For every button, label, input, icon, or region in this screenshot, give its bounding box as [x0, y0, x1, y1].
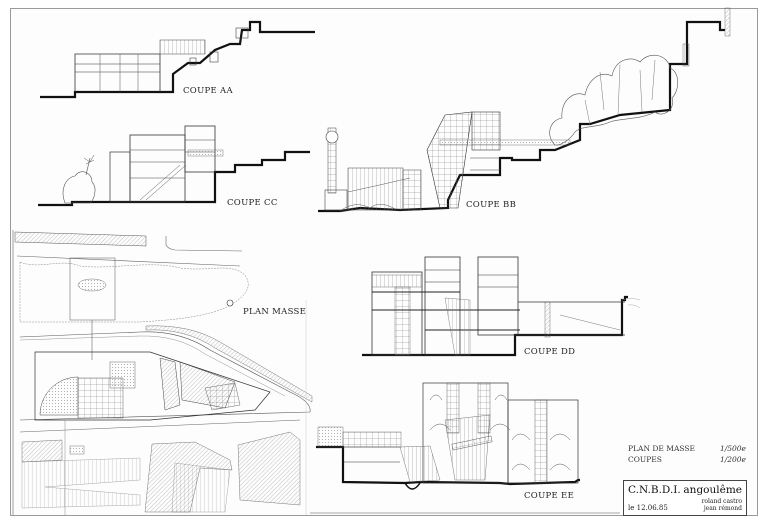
coupe-cc-drawing — [38, 125, 310, 207]
project-name: C.N.B.D.I. — [628, 484, 681, 496]
title-block: C.N.B.D.I. angoulême le 12.06.85 roland … — [623, 480, 747, 516]
title-block-heading: C.N.B.D.I. angoulême — [628, 483, 742, 497]
scale-row-coupes: COUPES 1/200e — [628, 454, 746, 465]
scale-label: PLAN DE MASSE — [628, 444, 695, 453]
scale-row-plan-masse: PLAN DE MASSE 1/500e — [628, 443, 746, 454]
coupe-ee-drawing — [316, 382, 580, 490]
city-name: angoulême — [683, 484, 742, 496]
scale-value: 1/200e — [719, 455, 746, 464]
plan-masse-drawing — [12, 230, 313, 515]
coupe-aa-drawing — [40, 20, 315, 99]
plan-masse-label: PLAN MASSE — [243, 307, 307, 317]
coupe-ee-label: COUPE EE — [524, 491, 575, 501]
scale-label: COUPES — [628, 455, 662, 464]
coupe-aa-label: COUPE AA — [183, 86, 233, 96]
scale-value: 1/500e — [719, 444, 746, 453]
coupe-cc-label: COUPE CC — [227, 198, 278, 208]
coupe-dd-drawing — [362, 256, 641, 357]
author-name: jean rémond — [703, 505, 742, 512]
authors: roland castro jean rémond — [702, 498, 743, 512]
coupe-dd-label: COUPE DD — [524, 347, 576, 357]
sheet-date: le 12.06.85 — [628, 504, 668, 512]
date-prefix: le — [628, 504, 635, 512]
author-name: roland castro — [701, 498, 743, 505]
title-block-footer: le 12.06.85 roland castro jean rémond — [628, 498, 742, 512]
scale-legend: PLAN DE MASSE 1/500e COUPES 1/200e — [628, 443, 746, 465]
date-value: 12.06.85 — [636, 504, 668, 512]
coupe-bb-label: COUPE BB — [466, 200, 517, 210]
coupe-bb-drawing — [318, 7, 731, 213]
